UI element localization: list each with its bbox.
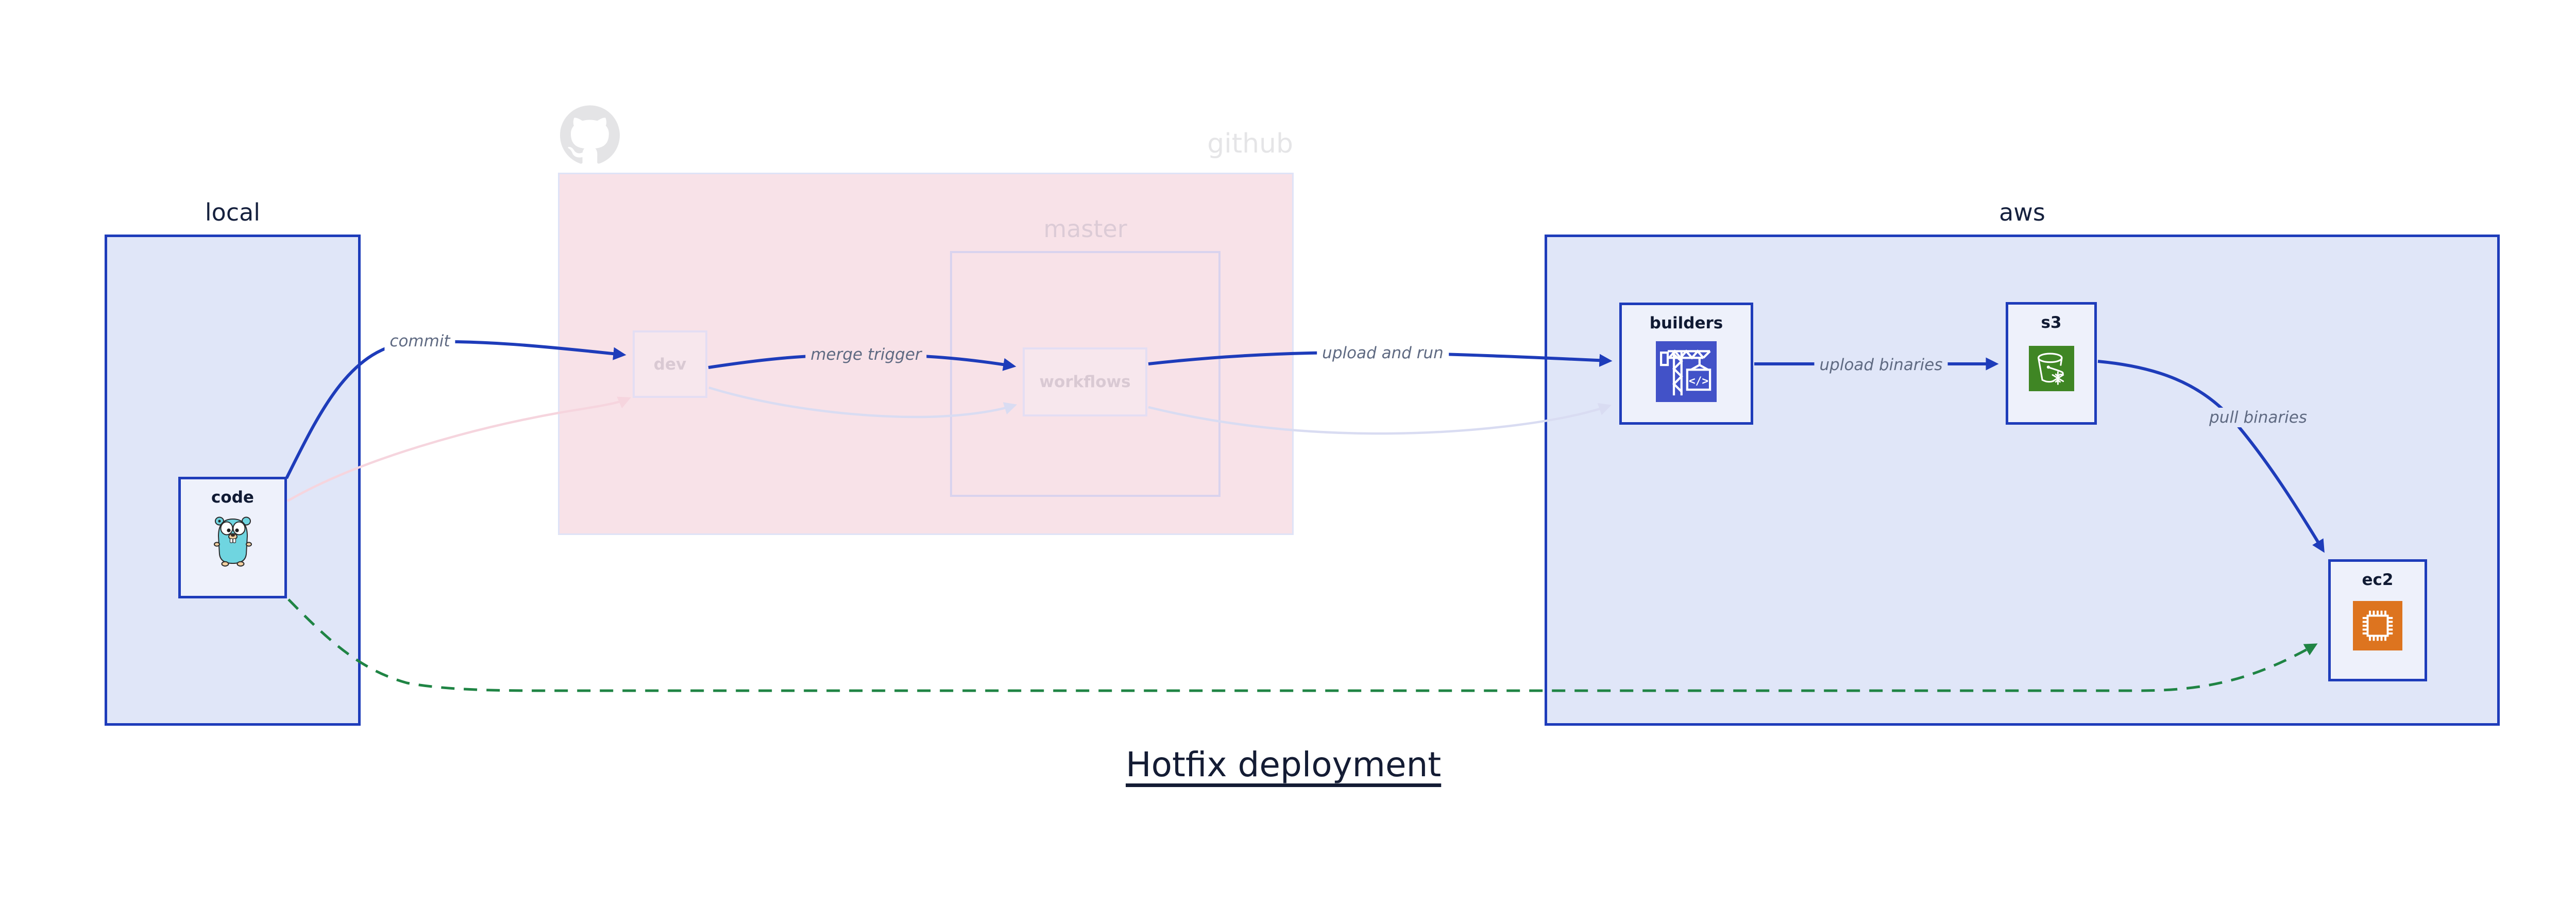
github-group-label: github bbox=[1207, 128, 1293, 159]
node-workflows: workflows bbox=[1023, 347, 1147, 416]
master-group-label: master bbox=[1043, 215, 1127, 243]
s3-bucket-icon bbox=[2028, 346, 2074, 391]
ec2-chip-icon bbox=[2353, 601, 2402, 650]
node-ec2-label: ec2 bbox=[2362, 571, 2394, 589]
node-code: code bbox=[178, 477, 287, 598]
edge-label-pull-binaries: pull binaries bbox=[2204, 408, 2312, 427]
diagram-title: Hotfix deployment bbox=[1126, 745, 1442, 784]
node-workflows-label: workflows bbox=[1039, 373, 1131, 391]
node-dev-label: dev bbox=[653, 355, 687, 374]
edge-label-upload-binaries: upload binaries bbox=[1814, 355, 1948, 375]
node-s3-label: s3 bbox=[2041, 313, 2062, 332]
node-ec2: ec2 bbox=[2328, 559, 2427, 681]
node-s3: s3 bbox=[2006, 302, 2097, 425]
svg-text:</>: </> bbox=[1689, 374, 1708, 387]
master-group-box bbox=[950, 251, 1221, 497]
codebuild-crane-icon: </> bbox=[1656, 341, 1717, 402]
local-group-label: local bbox=[205, 198, 261, 226]
go-gopher-icon bbox=[213, 513, 252, 569]
aws-group-label: aws bbox=[1999, 198, 2045, 226]
edge-label-merge-trigger: merge trigger bbox=[805, 345, 927, 364]
node-code-label: code bbox=[211, 488, 254, 507]
edge-label-commit: commit bbox=[384, 331, 455, 351]
node-builders: builders </> bbox=[1619, 303, 1753, 425]
github-octocat-icon bbox=[560, 105, 620, 164]
node-builders-label: builders bbox=[1649, 314, 1723, 332]
node-dev: dev bbox=[633, 330, 707, 398]
edge-label-upload-and-run: upload and run bbox=[1317, 343, 1449, 363]
